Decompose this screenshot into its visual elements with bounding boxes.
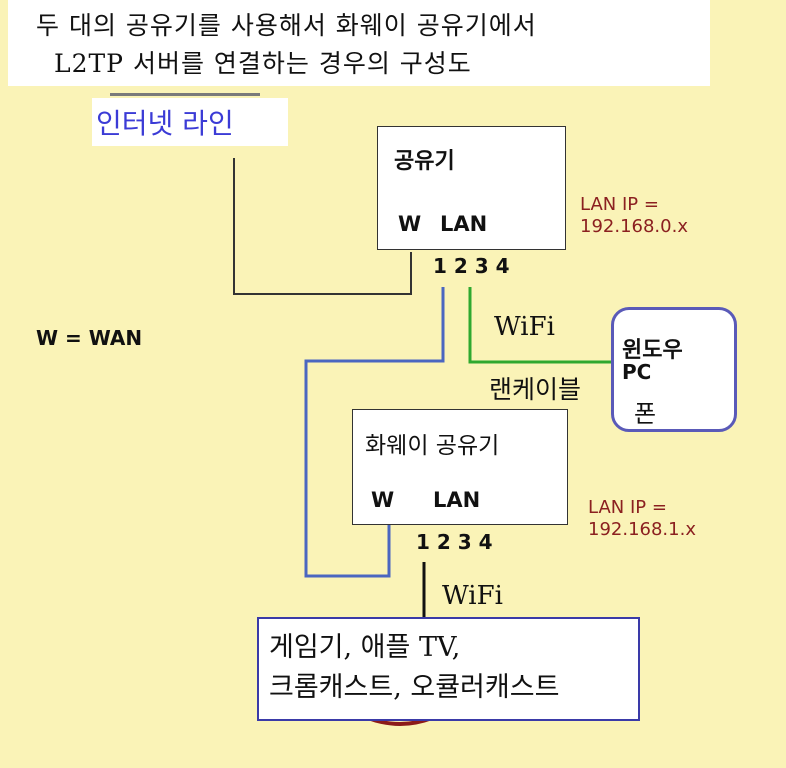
diagram-title-line-1: 두 대의 공유기를 사용해서 화웨이 공유기에서 [36, 11, 537, 40]
router-1-lan-ip: LAN IP = 192.168.0.x [580, 194, 688, 238]
router-1-lan-ip-label: LAN IP = [580, 194, 659, 215]
wifi-label-top: WiFi [494, 312, 555, 342]
lan-cable-label: 랜케이블 [489, 375, 582, 404]
router-1: 공유기 W LAN [377, 126, 566, 250]
diagram-title-box: 두 대의 공유기를 사용해서 화웨이 공유기에서 L2TP 서버를 연결하는 경… [8, 0, 710, 86]
router1-to-pc-lan-line [468, 287, 612, 364]
router-1-lan-label: LAN [440, 212, 488, 236]
wifi-label-bottom: WiFi [442, 581, 503, 611]
pc-label-windows: 윈도우 [622, 338, 683, 363]
wan-legend: W = WAN [36, 326, 143, 350]
pc-label-pc: PC [622, 360, 652, 384]
router-1-wan-label: W [398, 212, 422, 236]
router-huawei-name: 화웨이 공유기 [365, 433, 500, 459]
internet-wan-line [233, 158, 412, 295]
devices-line-1: 게임기, 애플 TV, [269, 632, 461, 663]
router-huawei-wan-label: W [371, 488, 395, 512]
occluded-text-remnant [110, 86, 280, 96]
pc-label-phone: 폰 [634, 400, 657, 428]
router-huawei-lan-ip-value: 192.168.1.x [588, 519, 696, 540]
devices-box: 게임기, 애플 TV, 크롬캐스트, 오큘러캐스트 [257, 617, 640, 721]
internet-line-label: 인터넷 라인 [96, 107, 234, 140]
router-huawei-lan-ip: LAN IP = 192.168.1.x [588, 497, 696, 541]
router-huawei-port-numbers: 1 2 3 4 [416, 530, 493, 554]
diagram-title-line-2: L2TP 서버를 연결하는 경우의 구성도 [54, 49, 472, 78]
router-huawei-lan-ip-label: LAN IP = [588, 497, 667, 518]
router1-to-huawei-lan-line [304, 287, 445, 578]
router-huawei-lan-label: LAN [433, 488, 481, 512]
router-1-lan-ip-value: 192.168.0.x [580, 216, 688, 237]
pc-device-box: 윈도우 PC 폰 [611, 307, 737, 432]
router-huawei: 화웨이 공유기 W LAN [352, 409, 568, 525]
router-1-port-numbers: 1 2 3 4 [433, 254, 510, 278]
devices-line-2: 크롬캐스트, 오큘러캐스트 [269, 672, 560, 703]
internet-line-box: 인터넷 라인 [92, 98, 288, 146]
router-1-name: 공유기 [394, 149, 455, 174]
